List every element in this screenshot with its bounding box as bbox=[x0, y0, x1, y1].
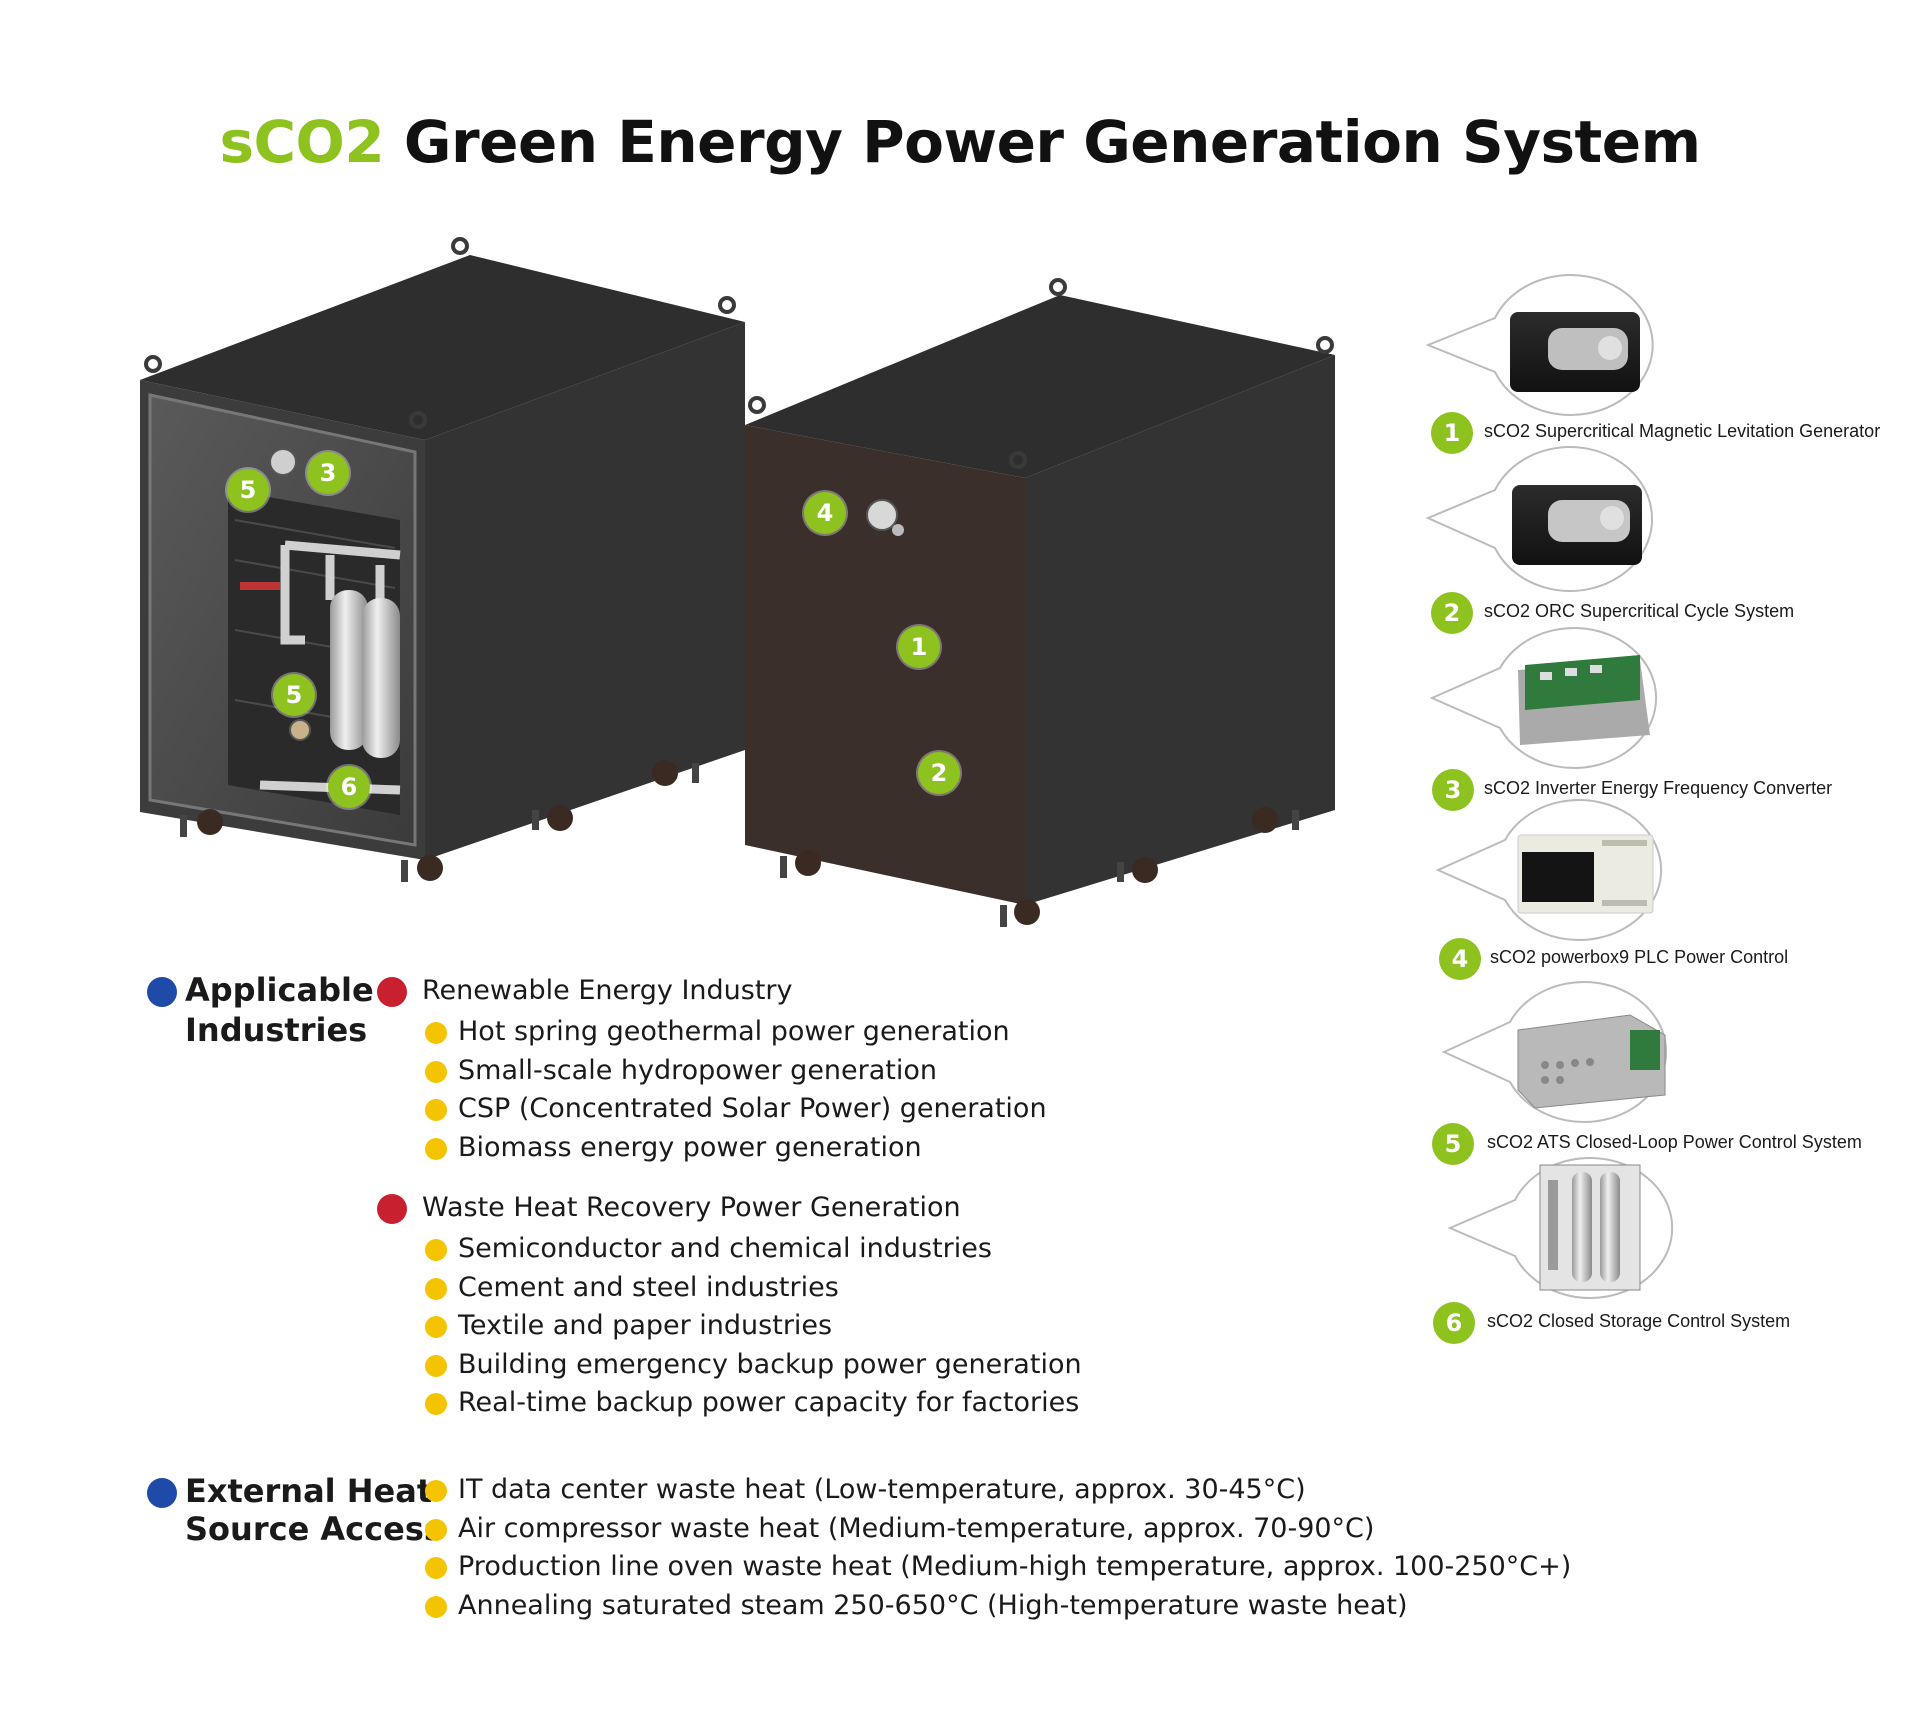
marker-left-3[interactable]: 3 bbox=[307, 452, 349, 494]
right-cabinet bbox=[745, 278, 1335, 927]
bubble-5 bbox=[1441, 981, 1668, 1123]
applicable-bullet bbox=[147, 977, 177, 1007]
component-2-badge: 2 bbox=[1431, 592, 1473, 634]
item-bullet bbox=[425, 1393, 447, 1415]
left-cabinet bbox=[140, 237, 745, 882]
item-bullet bbox=[425, 1316, 447, 1338]
component-2-label: sCO2 ORC Supercritical Cycle System bbox=[1484, 601, 1795, 621]
component-6-label: sCO2 Closed Storage Control System bbox=[1487, 1311, 1791, 1331]
category-waste-heat: Waste Heat Recovery Power Generation bbox=[422, 1192, 961, 1223]
list-item: Small-scale hydropower generation bbox=[458, 1055, 938, 1086]
list-item: Building emergency backup power generati… bbox=[458, 1349, 1082, 1380]
external-heading-line1: External Heat bbox=[185, 1472, 433, 1510]
item-bullet bbox=[425, 1099, 447, 1121]
list-item: Semiconductor and chemical industries bbox=[458, 1233, 992, 1264]
item-bullet bbox=[425, 1022, 447, 1044]
title-accent: sCO2 bbox=[219, 108, 385, 176]
component-5-badge: 5 bbox=[1432, 1123, 1474, 1165]
bubble-3 bbox=[1429, 627, 1658, 769]
category-bullet bbox=[377, 1194, 407, 1224]
marker-right-4[interactable]: 4 bbox=[804, 492, 846, 534]
applicable-heading-line1: Applicable bbox=[185, 971, 374, 1009]
item-bullet bbox=[425, 1061, 447, 1083]
item-bullet bbox=[425, 1278, 447, 1300]
marker-left-5-top[interactable]: 5 bbox=[227, 469, 269, 511]
marker-right-1[interactable]: 1 bbox=[898, 626, 940, 668]
title-rest: Green Energy Power Generation System bbox=[403, 108, 1701, 176]
component-6-badge: 6 bbox=[1433, 1302, 1475, 1344]
category-bullet bbox=[377, 977, 407, 1007]
list-item: IT data center waste heat (Low-temperatu… bbox=[458, 1474, 1306, 1505]
list-item: Air compressor waste heat (Medium-temper… bbox=[458, 1513, 1375, 1544]
list-item: CSP (Concentrated Solar Power) generatio… bbox=[458, 1093, 1047, 1124]
item-bullet bbox=[425, 1557, 447, 1579]
list-item: Annealing saturated steam 250-650°C (Hig… bbox=[458, 1590, 1408, 1621]
bubble-4 bbox=[1435, 799, 1663, 941]
marker-left-5-bottom[interactable]: 5 bbox=[273, 674, 315, 716]
component-1-label: sCO2 Supercritical Magnetic Levitation G… bbox=[1484, 421, 1881, 441]
external-bullet bbox=[147, 1478, 177, 1508]
page-title: sCO2 Green Energy Power Generation Syste… bbox=[0, 108, 1920, 176]
external-heading-line2: Source Access bbox=[185, 1510, 443, 1548]
list-item: Textile and paper industries bbox=[458, 1310, 833, 1341]
component-3-label: sCO2 Inverter Energy Frequency Converter bbox=[1484, 778, 1833, 798]
item-bullet bbox=[425, 1239, 447, 1261]
component-1-badge: 1 bbox=[1431, 412, 1473, 454]
list-item: Biomass energy power generation bbox=[458, 1132, 922, 1163]
item-bullet bbox=[425, 1519, 447, 1541]
list-item: Production line oven waste heat (Medium-… bbox=[458, 1551, 1572, 1582]
item-bullet bbox=[425, 1138, 447, 1160]
marker-right-2[interactable]: 2 bbox=[918, 752, 960, 794]
list-item: Cement and steel industries bbox=[458, 1272, 839, 1303]
component-3-badge: 3 bbox=[1432, 769, 1474, 811]
component-4-label: sCO2 powerbox9 PLC Power Control bbox=[1490, 947, 1789, 967]
component-4-badge: 4 bbox=[1439, 938, 1481, 980]
bubble-2 bbox=[1425, 446, 1654, 592]
list-item: Real-time backup power capacity for fact… bbox=[458, 1387, 1080, 1418]
bubble-6 bbox=[1447, 1157, 1674, 1299]
applicable-heading-line2: Industries bbox=[185, 1011, 368, 1049]
marker-left-6[interactable]: 6 bbox=[328, 766, 370, 808]
item-bullet bbox=[425, 1596, 447, 1618]
item-bullet bbox=[425, 1480, 447, 1502]
item-bullet bbox=[425, 1355, 447, 1377]
component-5-label: sCO2 ATS Closed-Loop Power Control Syste… bbox=[1487, 1132, 1862, 1152]
bubble-1 bbox=[1425, 274, 1654, 416]
category-renewable: Renewable Energy Industry bbox=[422, 975, 793, 1006]
list-item: Hot spring geothermal power generation bbox=[458, 1016, 1010, 1047]
